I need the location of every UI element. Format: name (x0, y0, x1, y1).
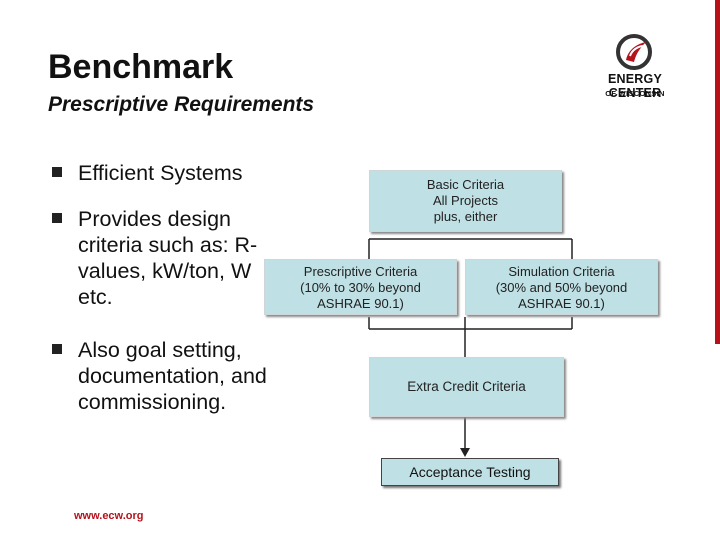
bullet-line: Also goal setting, (78, 338, 242, 362)
flame-swirl-icon (616, 34, 652, 70)
bullet-text-3: Also goal setting, documentation, and co… (78, 337, 267, 415)
bullet-line: commissioning. (78, 390, 227, 414)
extra-credit-criteria-box: Extra Credit Criteria (369, 357, 564, 417)
box-line: ASHRAE 90.1) (317, 296, 404, 311)
box-line: (30% and 50% beyond (495, 280, 628, 295)
bullet-line: values, kW/ton, W (78, 259, 252, 283)
prescriptive-criteria-box: Prescriptive Criteria (10% to 30% beyond… (264, 259, 457, 315)
footer-url: www.ecw.org (74, 510, 144, 522)
bullet-line: etc. (78, 285, 113, 309)
logo-location: OF WISCONSIN (605, 89, 665, 98)
bullet-line: documentation, and (78, 364, 267, 388)
bullet-line: Provides design (78, 207, 231, 231)
bullet-line: Efficient Systems (78, 161, 243, 185)
accent-strip (715, 0, 720, 344)
bullet-line: criteria such as: R- (78, 233, 258, 257)
bullet-text-2: Provides design criteria such as: R- val… (78, 206, 257, 310)
simulation-criteria-box: Simulation Criteria (30% and 50% beyond … (465, 259, 658, 315)
box-line: Extra Credit Criteria (407, 379, 526, 394)
box-line: Prescriptive Criteria (303, 264, 418, 279)
slide-title: Benchmark (48, 48, 234, 86)
bullet-marker (52, 344, 62, 354)
basic-criteria-box: Basic Criteria All Projects plus, either (369, 170, 562, 232)
bullet-marker (52, 213, 62, 223)
box-line: Basic Criteria (426, 177, 505, 192)
box-line: (10% to 30% beyond (300, 280, 421, 295)
energy-center-logo: ENERGY CENTER OF WISCONSIN (580, 34, 690, 100)
box-line: All Projects (432, 193, 499, 208)
bullet-text-1: Efficient Systems (78, 160, 243, 186)
slide-subtitle: Prescriptive Requirements (48, 93, 315, 116)
box-line: plus, either (433, 209, 498, 224)
bullet-marker (52, 167, 62, 177)
acceptance-testing-box: Acceptance Testing (381, 458, 559, 486)
box-line: ASHRAE 90.1) (518, 296, 605, 311)
logo-name: ENERGY CENTER (608, 72, 662, 100)
box-line: Simulation Criteria (508, 264, 615, 279)
